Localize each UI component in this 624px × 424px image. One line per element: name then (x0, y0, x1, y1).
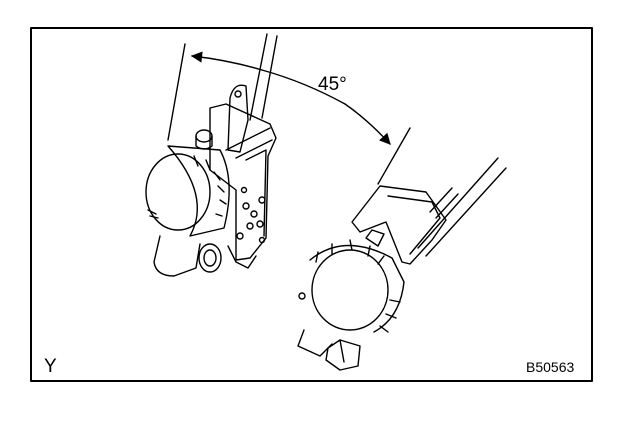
retractor-upright (145, 33, 278, 277)
figure-code: B50563 (526, 359, 575, 375)
extension-line-left (167, 43, 186, 141)
angle-arc-right (344, 103, 391, 145)
figure-frame (30, 27, 593, 382)
corner-letter: Y (44, 356, 57, 377)
spool-drum-tilted (311, 249, 389, 331)
angle-label: 45° (318, 74, 347, 95)
spool-drum (145, 153, 211, 231)
retractor-tilted (297, 157, 507, 371)
extension-line-right (377, 127, 411, 185)
angle-dimension (167, 43, 411, 185)
angle-arc (190, 51, 263, 71)
